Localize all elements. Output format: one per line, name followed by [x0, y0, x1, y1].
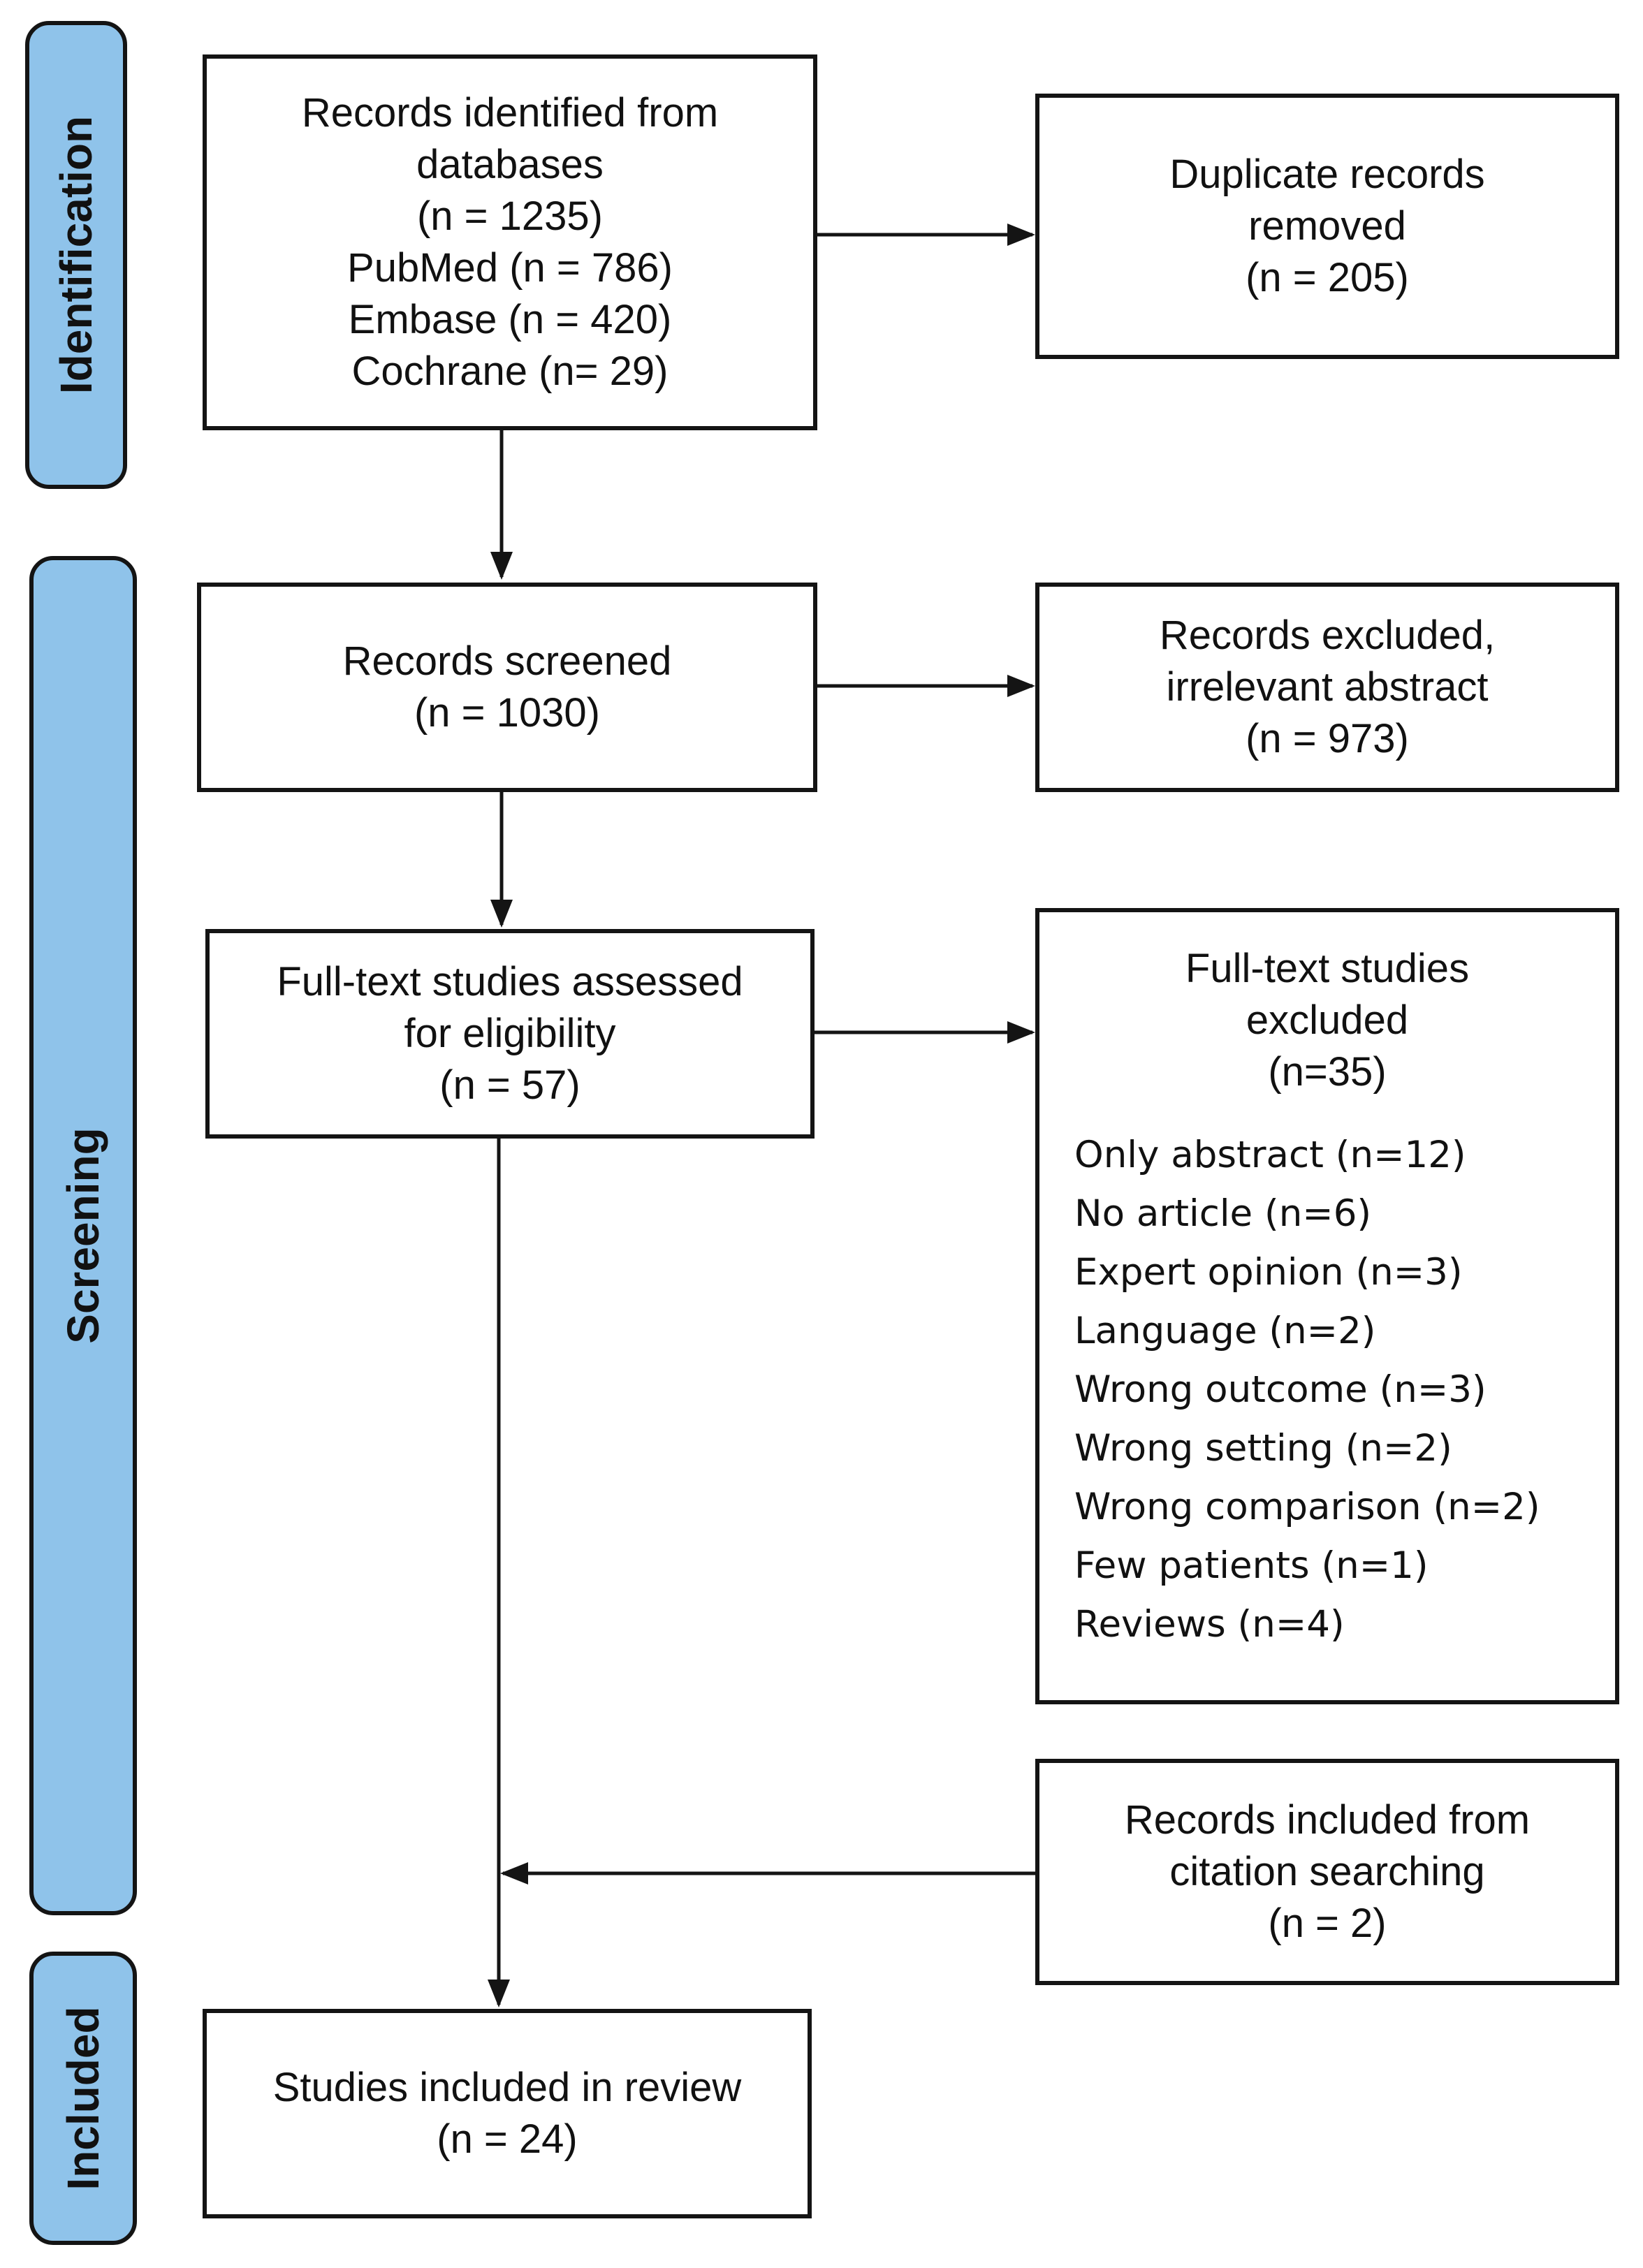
duplicates-removed-line-2: removed — [1248, 203, 1406, 249]
exclusion-reason: No article (n=6) — [1074, 1192, 1372, 1235]
duplicates-removed-line-1: Duplicate records — [1169, 152, 1485, 197]
citation-searching-line-3: (n = 2) — [1268, 1901, 1387, 1946]
citation-searching-line-1: Records included from — [1124, 1797, 1531, 1843]
box-records-identified: Records identified from databases (n = 1… — [203, 54, 817, 430]
phase-identification: Identification — [25, 21, 127, 489]
box-fulltext-assessed: Full-text studies assessed for eligibili… — [205, 929, 815, 1139]
studies-included-line-1: Studies included in review — [272, 2065, 742, 2110]
box-records-excluded: Records excluded, irrelevant abstract (n… — [1035, 583, 1619, 792]
exclusion-reason: Reviews (n=4) — [1074, 1603, 1345, 1646]
fulltext-excluded-line-3: (n=35) — [1268, 1049, 1387, 1095]
exclusion-reasons-list: Only abstract (n=12) No article (n=6) Ex… — [1074, 1126, 1540, 1654]
exclusion-reason: Few patients (n=1) — [1074, 1544, 1429, 1587]
box-records-screened: Records screened (n = 1030) — [197, 583, 817, 792]
fulltext-excluded-line-2: excluded — [1246, 997, 1409, 1043]
records-identified-line-2: databases — [416, 142, 604, 187]
box-fulltext-excluded: Full-text studies excluded (n=35) Only a… — [1035, 908, 1619, 1704]
exclusion-reason: Language (n=2) — [1074, 1310, 1376, 1352]
records-excluded-line-3: (n = 973) — [1246, 716, 1409, 761]
records-identified-line-5: Embase (n = 420) — [348, 297, 672, 342]
exclusion-reason: Wrong setting (n=2) — [1074, 1427, 1452, 1470]
fulltext-assessed-line-2: for eligibility — [404, 1011, 616, 1056]
phase-screening: Screening — [29, 556, 137, 1915]
records-excluded-line-2: irrelevant abstract — [1166, 664, 1489, 710]
exclusion-reason: Expert opinion (n=3) — [1074, 1251, 1463, 1294]
records-identified-line-1: Records identified from — [301, 90, 719, 136]
box-studies-included: Studies included in review (n = 24) — [203, 2009, 812, 2218]
fulltext-assessed-line-3: (n = 57) — [439, 1062, 580, 1108]
records-excluded-line-1: Records excluded, — [1159, 613, 1496, 658]
records-identified-line-3: (n = 1235) — [416, 193, 603, 239]
records-screened-line-2: (n = 1030) — [414, 690, 600, 736]
exclusion-reason: Wrong comparison (n=2) — [1074, 1486, 1540, 1528]
records-identified-line-4: PubMed (n = 786) — [347, 245, 673, 291]
records-screened-line-1: Records screened — [342, 638, 672, 684]
fulltext-excluded-line-1: Full-text studies — [1185, 946, 1470, 991]
box-citation-searching: Records included from citation searching… — [1035, 1759, 1619, 1985]
studies-included-line-2: (n = 24) — [437, 2116, 578, 2162]
box-duplicates-removed: Duplicate records removed (n = 205) — [1035, 94, 1619, 359]
exclusion-reason: Wrong outcome (n=3) — [1074, 1368, 1487, 1411]
fulltext-assessed-line-1: Full-text studies assessed — [277, 959, 743, 1004]
phase-included: Included — [29, 1952, 137, 2245]
exclusion-reason: Only abstract (n=12) — [1074, 1134, 1466, 1176]
citation-searching-line-2: citation searching — [1169, 1849, 1485, 1894]
duplicates-removed-line-3: (n = 205) — [1246, 255, 1409, 300]
records-identified-line-6: Cochrane (n= 29) — [351, 349, 669, 394]
